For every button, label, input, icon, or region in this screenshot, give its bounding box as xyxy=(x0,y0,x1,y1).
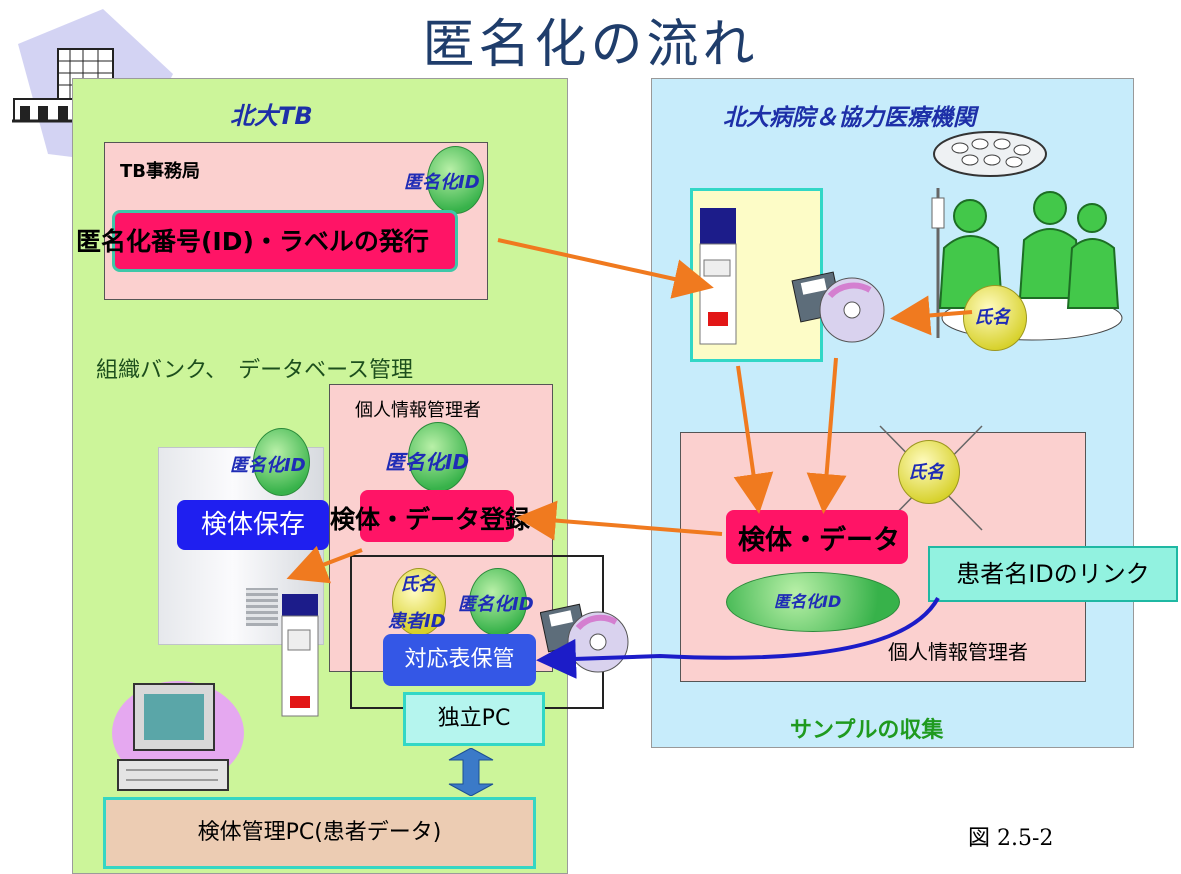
id-ellipse-text: 匿名化ID xyxy=(774,592,842,611)
register-label: 検体・データ登録 xyxy=(330,505,531,534)
id-badge-freezer-text: 匿名化ID xyxy=(230,455,306,476)
page-title: 匿名化の流れ xyxy=(422,15,759,75)
store-sample-label: 検体保存 xyxy=(177,500,329,550)
independent-pc-label: 独立PC xyxy=(403,692,545,746)
id-badge-tb-text: 匿名化ID xyxy=(404,172,480,193)
name-badge-surgery-text: 氏名 xyxy=(974,307,1010,328)
computer-icon xyxy=(98,678,246,798)
manager-label: 個人情報管理者 xyxy=(355,400,481,421)
name-badge-crossed-text: 氏名 xyxy=(908,462,944,483)
id-badge-pc-text: 匿名化ID xyxy=(458,594,534,615)
data-label: 検体・データ xyxy=(738,525,900,556)
arrow-register-to-freezer xyxy=(286,545,363,584)
right-panel-header: 北大病院＆協力医療機関 xyxy=(723,105,976,131)
data-manager-label: 個人情報管理者 xyxy=(888,640,1028,664)
data-label-box xyxy=(726,510,908,564)
disk-cd-icon-right xyxy=(790,262,886,350)
sample-bottle-left xyxy=(278,590,322,720)
id-badge-manager xyxy=(408,422,468,492)
tb-office-label: TB事務局 xyxy=(120,161,200,182)
arrow-issue-to-sample xyxy=(497,238,714,299)
figure-number: 図 2.5-2 xyxy=(968,826,1054,851)
name-badge-crossed xyxy=(898,440,960,504)
id-ellipse xyxy=(726,572,900,632)
id-badge-tb xyxy=(427,146,484,214)
id-badge-pc xyxy=(469,568,527,636)
arrow-link-to-table xyxy=(536,597,940,679)
name-badge-manager xyxy=(392,568,446,636)
id-badge-manager-text: 匿名化ID xyxy=(385,450,470,474)
arrow-cd-to-data xyxy=(806,357,847,514)
table-storage-label: 対応表保管 xyxy=(383,634,536,686)
double-arrow-icon xyxy=(441,747,501,797)
name-badge-surgery xyxy=(963,285,1027,351)
name-badge-manager-line1: 氏名 xyxy=(400,574,436,595)
surgical-lamp-icon xyxy=(930,130,1050,178)
arrow-data-to-register xyxy=(516,500,723,541)
patient-link-label: 患者名IDのリンク xyxy=(928,546,1178,602)
right-panel-footer: サンプルの収集 xyxy=(790,718,944,743)
arrow-surgery-to-cd xyxy=(890,295,973,336)
issue-label: 匿名化番号(ID)・ラベルの発行 xyxy=(76,227,429,256)
freezer-vent xyxy=(246,588,278,626)
arrow-sample-to-data xyxy=(733,365,774,514)
issue-label-box xyxy=(112,210,458,272)
id-badge-freezer xyxy=(253,428,310,496)
left-panel-header: 北大TB xyxy=(230,102,313,130)
tissue-bank-label: 組織バンク、 データベース管理 xyxy=(96,358,414,383)
name-badge-manager-line2: 患者ID xyxy=(388,611,446,632)
register-label-box xyxy=(360,490,514,542)
sample-management-pc: 検体管理PC(患者データ) xyxy=(103,797,536,869)
